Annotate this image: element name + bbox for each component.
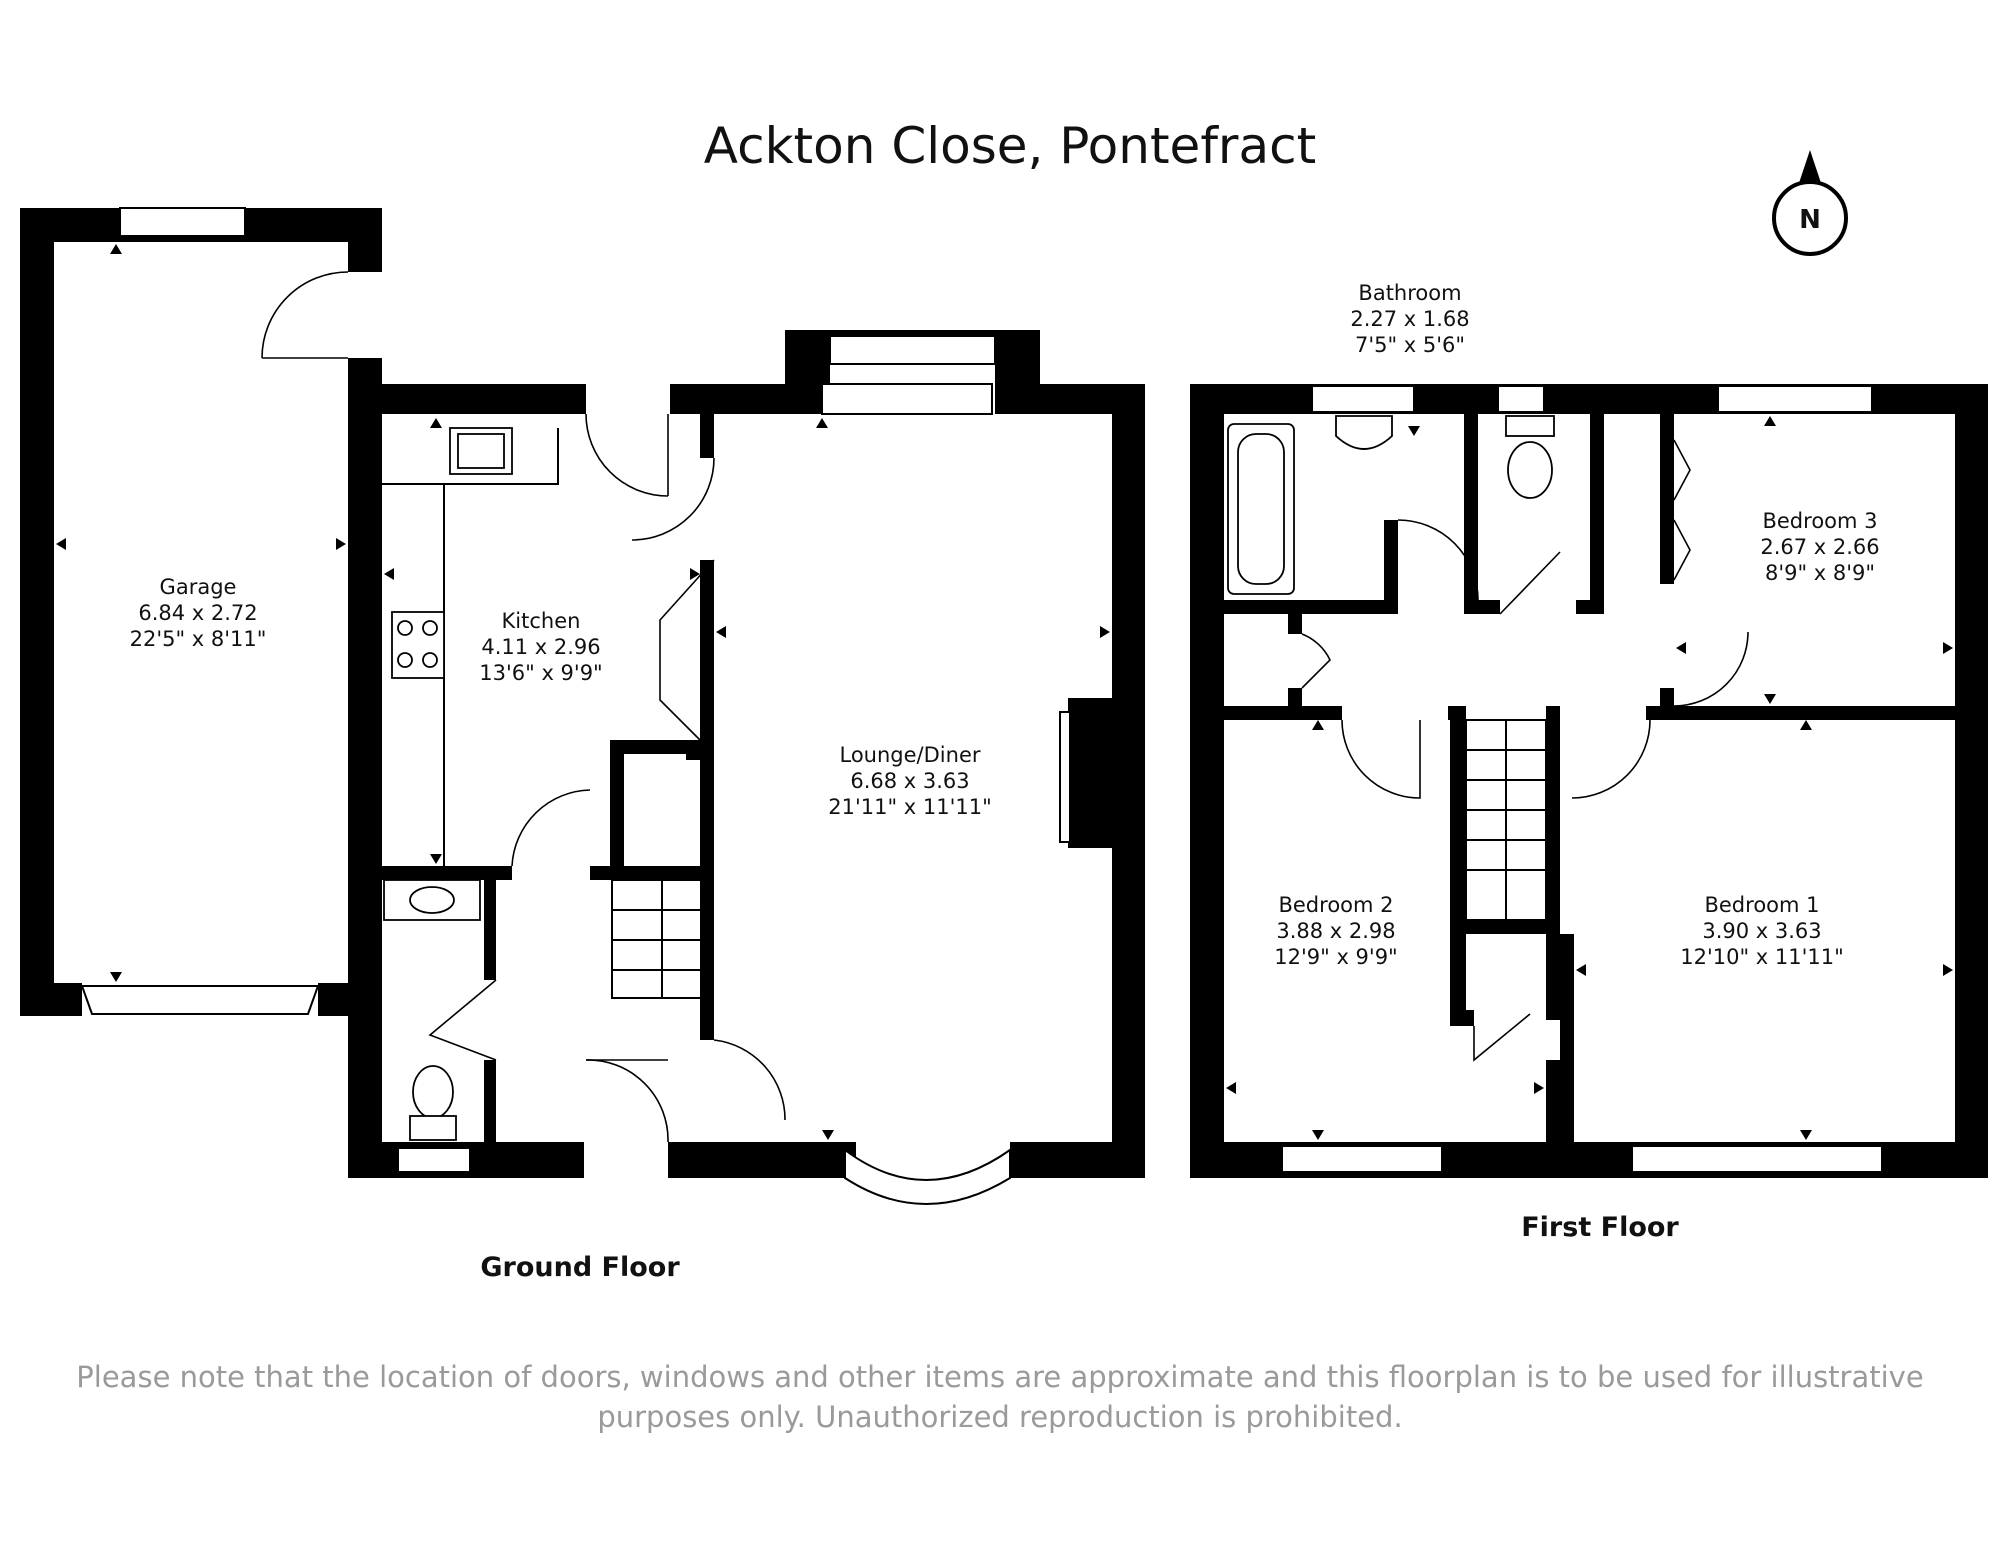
room-label-bedroom3: Bedroom 3 2.67 x 2.66 8'9" x 8'9"	[1760, 509, 1879, 585]
room-name: Lounge/Diner	[840, 743, 981, 767]
compass-icon: N	[1772, 150, 1848, 256]
bathroom-window	[1311, 385, 1415, 413]
room-label-kitchen: Kitchen 4.11 x 2.96 13'6" x 9'9"	[479, 609, 602, 685]
garage-side-door-swing	[261, 271, 349, 359]
room-label-bathroom: Bathroom 2.27 x 1.68 7'5" x 5'6"	[1350, 281, 1469, 357]
room-imperial: 21'11" x 11'11"	[828, 795, 992, 819]
toilet-window	[1497, 385, 1545, 413]
bedroom2-window	[1281, 1145, 1443, 1173]
first-dimension-arrows	[1226, 416, 1953, 1140]
first-floor-walls	[1190, 384, 1988, 1178]
first-floor-plan: Bathroom 2.27 x 1.68 7'5" x 5'6" Bedroom…	[1190, 281, 1988, 1243]
disclaimer-line-2: purposes only. Unauthorized reproduction…	[597, 1400, 1403, 1434]
bedroom1-window	[1631, 1145, 1883, 1173]
room-metric: 6.68 x 3.63	[850, 769, 969, 793]
room-metric: 6.84 x 2.72	[138, 601, 257, 625]
ground-floor-label: Ground Floor	[480, 1252, 680, 1283]
hob-icon	[391, 611, 445, 679]
ground-house-walls	[348, 330, 1145, 1205]
room-imperial: 12'10" x 11'11"	[1680, 945, 1844, 969]
room-metric: 3.88 x 2.98	[1276, 919, 1395, 943]
compass-north-label: N	[1799, 205, 1821, 235]
room-imperial: 12'9" x 9'9"	[1274, 945, 1397, 969]
room-metric: 4.11 x 2.96	[481, 635, 600, 659]
bathroom-fittings	[1227, 415, 1555, 595]
room-name: Bathroom	[1358, 281, 1461, 305]
room-metric: 3.90 x 3.63	[1702, 919, 1821, 943]
ground-floor-plan: Garage 6.84 x 2.72 22'5" x 8'11" Kitchen…	[20, 207, 1145, 1283]
room-imperial: 8'9" x 8'9"	[1765, 561, 1875, 585]
kitchen-fittings	[382, 427, 559, 866]
room-label-bedroom2: Bedroom 2 3.88 x 2.98 12'9" x 9'9"	[1274, 893, 1397, 969]
toilet-icon	[1507, 441, 1553, 499]
room-name: Bedroom 1	[1704, 893, 1819, 917]
room-name: Bedroom 3	[1762, 509, 1877, 533]
lounge-front-window	[829, 335, 996, 365]
bedroom3-window	[1717, 385, 1873, 413]
room-name: Kitchen	[502, 609, 581, 633]
wc-window	[397, 1147, 471, 1173]
garage-rear-window	[119, 207, 246, 237]
room-label-garage: Garage 6.84 x 2.72 22'5" x 8'11"	[130, 575, 267, 651]
room-label-lounge: Lounge/Diner 6.68 x 3.63 21'11" x 11'11"	[828, 743, 992, 819]
toilet-cistern-icon	[1505, 415, 1555, 437]
garage-door	[80, 985, 320, 1015]
room-metric: 2.67 x 2.66	[1760, 535, 1879, 559]
disclaimer-line-1: Please note that the location of doors, …	[76, 1360, 1924, 1394]
room-imperial: 13'6" x 9'9"	[479, 661, 602, 685]
wc-toilet-icon	[412, 1065, 454, 1119]
room-label-bedroom1: Bedroom 1 3.90 x 3.63 12'10" x 11'11"	[1680, 893, 1844, 969]
room-name: Bedroom 2	[1278, 893, 1393, 917]
room-imperial: 7'5" x 5'6"	[1355, 333, 1465, 357]
room-metric: 2.27 x 1.68	[1350, 307, 1469, 331]
room-name: Garage	[160, 575, 237, 599]
ground-dimension-arrows	[56, 244, 1110, 1140]
first-floor-label: First Floor	[1521, 1212, 1679, 1243]
plan-title: Ackton Close, Pontefract	[704, 117, 1316, 175]
bathroom-basin-icon	[1335, 415, 1393, 450]
lounge-bay-window	[844, 1148, 1011, 1205]
room-imperial: 22'5" x 8'11"	[130, 627, 267, 651]
wc-fittings	[383, 879, 481, 1141]
